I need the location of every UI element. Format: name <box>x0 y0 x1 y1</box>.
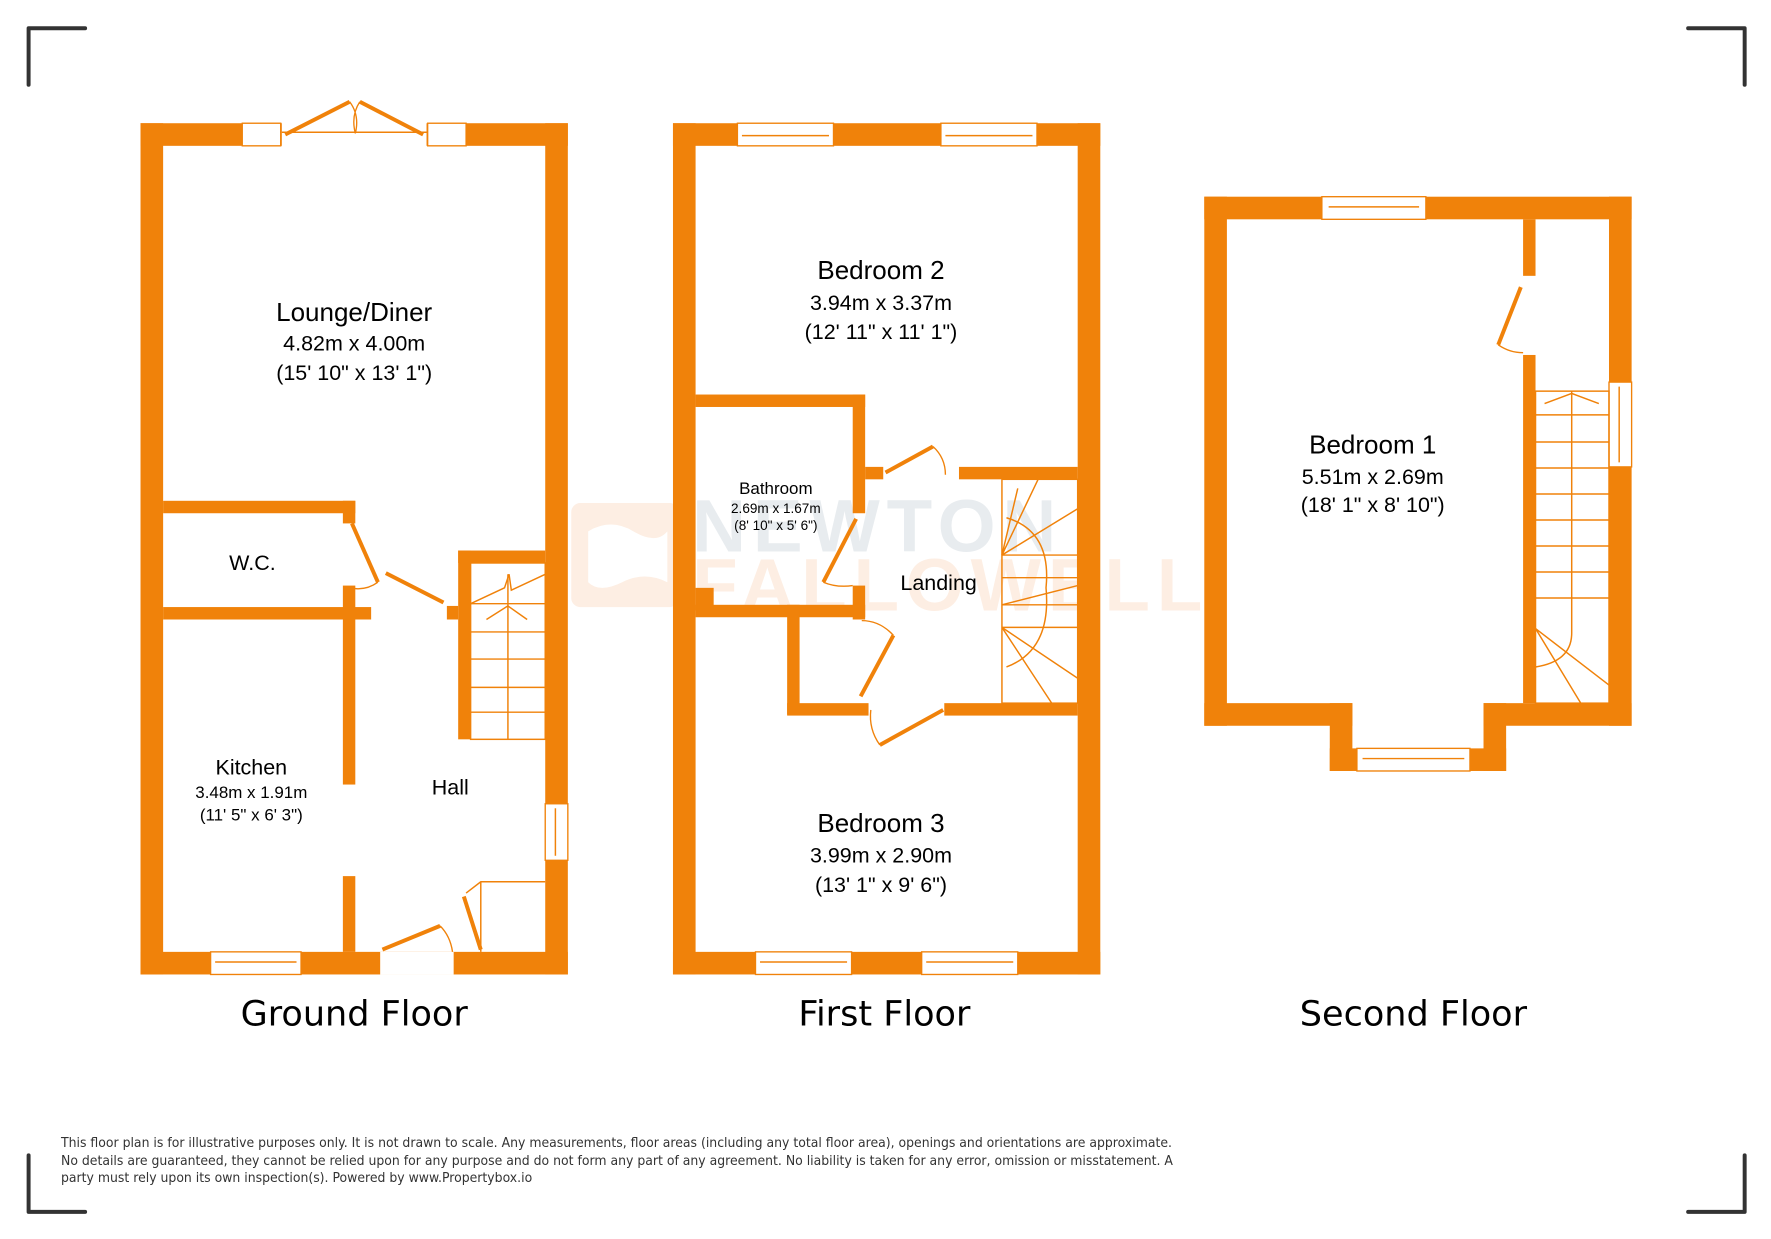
window <box>1356 747 1471 772</box>
window <box>940 122 1038 147</box>
room-name: Landing <box>900 571 976 595</box>
first-floor-plan: Bedroom 2 3.94m x 3.37m (12' 11" x 11' 1… <box>672 122 1101 1034</box>
window <box>426 122 467 147</box>
bedroom3-door <box>878 708 945 747</box>
room-dimensions-metric: 3.99m x 2.90m <box>810 844 952 868</box>
room-dimensions-metric: 4.82m x 4.00m <box>283 331 425 355</box>
room-dimensions-metric: 3.48m x 1.91m <box>195 783 307 802</box>
window <box>736 122 835 147</box>
bathroom-door <box>821 517 858 584</box>
watermark-line1: NEWTON <box>692 484 1063 568</box>
floor-label-first: First Floor <box>798 993 971 1034</box>
corner-mark-bottom-right <box>1686 1153 1747 1214</box>
french-door-left <box>284 99 351 137</box>
room-dimensions-metric: 5.51m x 2.69m <box>1302 465 1444 489</box>
room-name: Hall <box>432 776 469 800</box>
corner-mark-bottom-left <box>26 1153 88 1214</box>
watermark-flag-icon <box>588 524 668 588</box>
second-floor-plan: Bedroom 1 5.51m x 2.69m (18' 1" x 8' 10"… <box>1204 196 1633 1034</box>
window <box>544 803 569 861</box>
room-name: Bathroom <box>739 479 812 498</box>
room-name: Kitchen <box>215 755 287 779</box>
hall-door <box>384 571 445 605</box>
floor-label-second: Second Floor <box>1300 993 1528 1034</box>
window <box>754 951 853 976</box>
window <box>920 951 1019 976</box>
cupboard-door <box>1496 286 1523 346</box>
room-dimensions-imperial: (18' 1" x 8' 10") <box>1301 493 1445 517</box>
room-name: Bedroom 3 <box>817 808 944 838</box>
crop-marks <box>26 26 1747 1214</box>
disclaimer-text: This floor plan is for illustrative purp… <box>61 1136 1173 1186</box>
wc-door <box>350 522 380 583</box>
front-door <box>381 924 441 952</box>
room-dimensions-imperial: (15' 10" x 13' 1") <box>276 361 432 385</box>
watermark: NEWTON FALLOWELL <box>571 484 1202 626</box>
window <box>209 951 302 976</box>
window <box>1608 381 1633 468</box>
staircase <box>1001 478 1079 704</box>
room-dimensions-imperial: (13' 1" x 9' 6") <box>815 873 947 897</box>
window <box>1321 196 1427 220</box>
room-dimensions-imperial: (8' 10" x 5' 6") <box>734 518 817 533</box>
room-dimensions-metric: 2.69m x 1.67m <box>731 501 821 516</box>
room-name: Lounge/Diner <box>276 297 432 327</box>
room-name: Bedroom 1 <box>1309 429 1436 459</box>
bedroom2-door <box>884 444 934 475</box>
room-dimensions-metric: 3.94m x 3.37m <box>810 291 952 315</box>
room-dimensions-imperial: (11' 5" x 6' 3") <box>200 806 303 825</box>
ground-floor-plan: Lounge/Diner 4.82m x 4.00m (15' 10" x 13… <box>140 99 569 1034</box>
staircase <box>1534 390 1610 704</box>
french-door-right <box>358 99 425 137</box>
room-dimensions-imperial: (12' 11" x 11' 1") <box>805 320 958 344</box>
corner-mark-top-right <box>1686 26 1747 87</box>
staircase <box>469 562 546 741</box>
cupboard-door <box>858 634 896 698</box>
corner-mark-top-left <box>26 26 88 87</box>
floor-label-ground: Ground Floor <box>241 993 469 1034</box>
window <box>241 122 282 147</box>
room-name: Bedroom 2 <box>817 255 944 285</box>
room-name: W.C. <box>229 551 276 575</box>
